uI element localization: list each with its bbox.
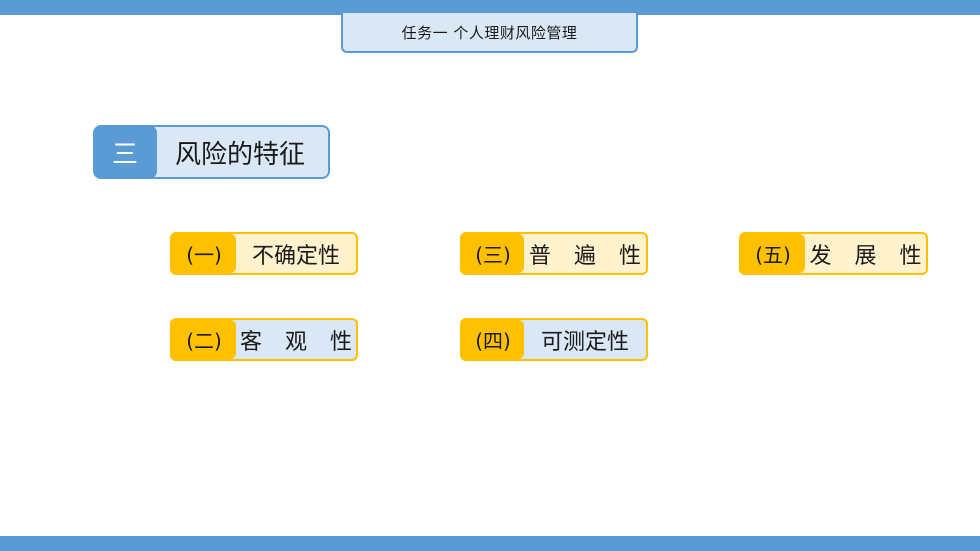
item-number: (四) [462,320,524,359]
item-development: (五) 发 展 性 [739,232,928,275]
item-label: 发 展 性 [809,243,928,269]
bottom-bar [0,536,980,551]
item-uncertainty: (一) 不确定性 [170,232,358,275]
top-bar [0,0,980,15]
item-label: 普 遍 性 [529,243,648,269]
item-label: 可测定性 [540,329,629,355]
page-title: 任务一 个人理财风险管理 [341,13,638,53]
section-title: 风险的特征 [175,139,306,170]
item-label: 不确定性 [251,243,340,269]
page-title-text: 任务一 个人理财风险管理 [401,23,578,42]
item-number: (三) [462,234,524,273]
item-number: (二) [172,320,236,359]
item-number: (五) [741,234,805,273]
section-number: 三 [111,139,138,170]
item-measurability: (四) 可测定性 [460,318,648,361]
item-number: (一) [172,234,236,273]
section-number-badge: 三 [93,125,157,179]
item-objectivity: (二) 客 观 性 [170,318,358,361]
item-universality: (三) 普 遍 性 [460,232,648,275]
item-label: 客 观 性 [240,329,358,355]
